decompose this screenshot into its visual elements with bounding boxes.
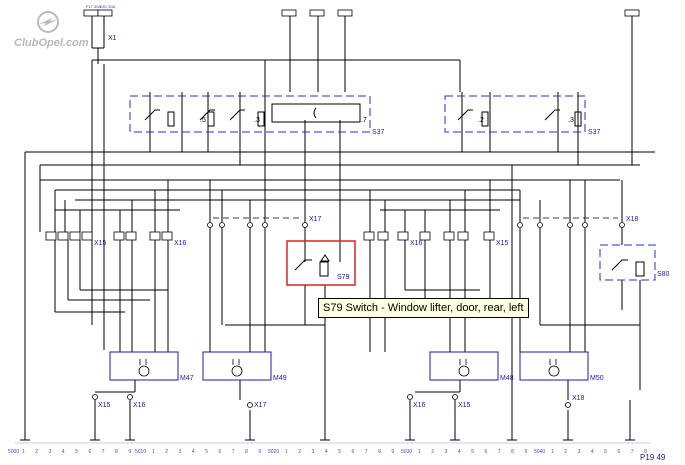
ruler-digit: 4 — [458, 449, 461, 455]
label-x1: X1 — [108, 35, 117, 42]
ruler-digit: 7 — [365, 449, 368, 455]
label-s79: S79 — [337, 274, 350, 281]
ruler-digit: 4 — [192, 449, 195, 455]
ruler-digit: 8 — [511, 449, 514, 455]
ruler-digit: 6 — [89, 449, 92, 455]
ruler-digit: 1 — [22, 449, 25, 455]
s37-pin-5: .5 — [200, 117, 206, 124]
ruler-digit: 1 — [418, 449, 421, 455]
ruler-digit: 5 — [205, 449, 208, 455]
label-x18-bottom: X18 — [572, 395, 585, 402]
s37-pin-3: .3 — [254, 117, 260, 124]
label-x17-top: X17 — [309, 216, 322, 223]
label-x15-top-right: X15 — [496, 240, 509, 247]
ruler-digit: 5 — [75, 449, 78, 455]
ruler-digit: 6 — [352, 449, 355, 455]
ruler-digit: 1 — [152, 449, 155, 455]
ruler-digit: 2 — [35, 449, 38, 455]
label-m49: M49 — [273, 375, 287, 382]
motor-m49 — [202, 351, 272, 381]
label-s37-right: S37 — [588, 129, 601, 136]
ruler-digit: 3 — [445, 449, 448, 455]
ruler-digit: 6 — [219, 449, 222, 455]
ruler-digit: 7 — [498, 449, 501, 455]
ruler-digit: 8 — [378, 449, 381, 455]
ruler-digit: 2 — [431, 449, 434, 455]
label-x16-bottom-left: X16 — [133, 402, 146, 409]
ruler-digit: 7 — [102, 449, 105, 455]
motor-icon — [138, 365, 150, 377]
ruler-digit: 4 — [591, 449, 594, 455]
fuse-label-2: K81 30A — [100, 4, 116, 9]
ruler-digit: 8 — [644, 449, 647, 455]
ruler-digit: 7 — [631, 449, 634, 455]
ruler-digit: 5 — [604, 449, 607, 455]
label-x17-bottom: X17 — [254, 402, 267, 409]
label-m47: M47 — [180, 375, 194, 382]
bottom-ruler: 5000 5010 5020 5030 5040 1 2 3 4 5 6 7 8 9 1 2 3 4 5 6… — [8, 442, 650, 455]
ruler-5020: 5020 — [268, 449, 279, 455]
ruler-digit: 9 — [128, 449, 131, 455]
ruler-digit: 3 — [312, 449, 315, 455]
ruler-digit: 8 — [115, 449, 118, 455]
ruler-digit: 5 — [338, 449, 341, 455]
ruler-digit: 3 — [578, 449, 581, 455]
page-number: P19 49 — [640, 453, 666, 462]
s37-right-pin-3: .3 — [568, 117, 574, 124]
tooltip: S79 Switch - Window lifter, door, rear, … — [318, 298, 529, 318]
s37-pin-7: .7 — [361, 117, 367, 124]
ruler-digit: 9 — [524, 449, 527, 455]
ruler-digit: 9 — [258, 449, 261, 455]
ruler-digit: 6 — [485, 449, 488, 455]
ruler-digit: 1 — [551, 449, 554, 455]
label-s37-left: S37 — [372, 129, 385, 136]
label-m50: M50 — [590, 375, 604, 382]
ruler-digit: 7 — [232, 449, 235, 455]
ruler-digit: 2 — [564, 449, 567, 455]
ruler-digit: 6 — [618, 449, 621, 455]
label-x16-bottom-right: X16 — [413, 402, 426, 409]
ruler-digit: 5 — [471, 449, 474, 455]
ruler-digit: 1 — [285, 449, 288, 455]
ruler-5000: 5000 — [8, 449, 19, 455]
fuse-label-1: F17 30A — [86, 4, 101, 9]
ruler-digit: 3 — [179, 449, 182, 455]
ruler-digit: 4 — [325, 449, 328, 455]
label-x15-top-left: X15 — [94, 240, 107, 247]
label-x15-bottom-left: X15 — [98, 402, 111, 409]
label-s80: S80 — [657, 271, 670, 278]
ruler-digit: 3 — [49, 449, 52, 455]
label-x18-top: X18 — [626, 216, 639, 223]
ruler-5010: 5010 — [135, 449, 146, 455]
ruler-digit: 2 — [165, 449, 168, 455]
label-x16-top-right: X16 — [410, 240, 423, 247]
opel-logo-icon — [37, 11, 59, 33]
brand-watermark: ClubOpel.com — [14, 37, 89, 49]
ruler-5040: 5040 — [534, 449, 545, 455]
s37-right-pin-2: .2 — [478, 117, 484, 124]
label-m48: M48 — [500, 375, 514, 382]
label-x15-bottom-right: X15 — [458, 402, 471, 409]
ruler-digit: 8 — [245, 449, 248, 455]
ruler-digit: 4 — [62, 449, 65, 455]
ruler-5030: 5030 — [401, 449, 412, 455]
s79-highlight-box — [286, 240, 356, 286]
ruler-digit: 9 — [391, 449, 394, 455]
label-x16-top-left: X16 — [174, 240, 187, 247]
ruler-digit: 2 — [298, 449, 301, 455]
